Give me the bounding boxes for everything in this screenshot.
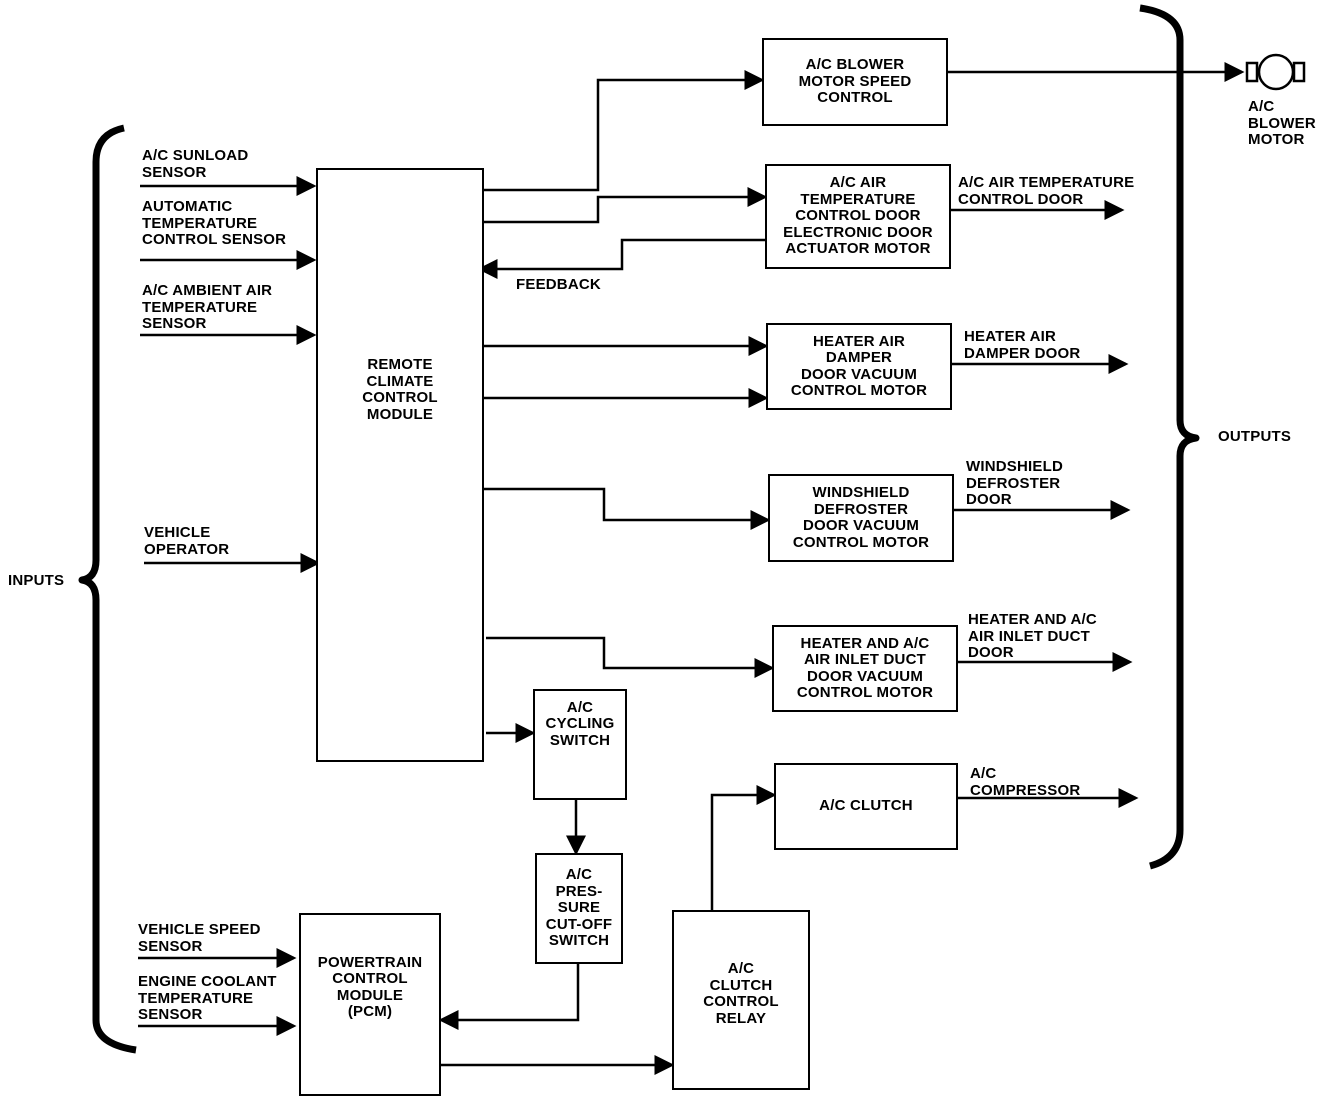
input-ambient-label: A/C AMBIENT AIR TEMPERATURE SENSOR (142, 282, 273, 332)
connector-feedback (477, 238, 765, 279)
windshield-defroster-door-vacuum-motor: WINDSHIELD DEFROSTER DOOR VACUUM CONTROL… (768, 474, 954, 562)
air-inlet-duct-door-vacuum-motor: HEATER AND A/C AIR INLET DUCT DOOR VACUU… (772, 625, 958, 712)
inputs-label: INPUTS (8, 572, 65, 589)
outputs-brace (1139, 4, 1200, 870)
output-compressor-label: A/C COMPRESSOR (970, 765, 1081, 799)
ac-clutch: A/C CLUTCH (774, 763, 958, 850)
air-temperature-door-actuator-motor-label: A/C AIR TEMPERATURE CONTROL DOOR ELECTRO… (783, 174, 933, 258)
connector-relay-clutch (710, 785, 777, 912)
output-air-temp-door-label: A/C AIR TEMPERATURE CONTROL DOOR (958, 174, 1135, 208)
outputs-label: OUTPUTS (1218, 428, 1292, 445)
pressure-cut-off-switch-label: A/C PRES- SURE CUT-OFF SWITCH (545, 866, 613, 950)
connector-module-inlet (486, 636, 775, 678)
feedback-label: FEEDBACK (516, 276, 601, 293)
input-sunload-label: A/C SUNLOAD SENSOR (142, 147, 249, 181)
pressure-cut-off-switch: A/C PRES- SURE CUT-OFF SWITCH (535, 853, 623, 964)
input-vehicle-speed-label: VEHICLE SPEED SENSOR (138, 921, 261, 955)
inputs-brace (78, 124, 137, 1054)
cycling-switch: A/C CYCLING SWITCH (533, 689, 627, 800)
connector-module-windshield (480, 487, 771, 530)
cycling-switch-label: A/C CYCLING SWITCH (545, 698, 615, 749)
ac-clutch-label: A/C CLUTCH (819, 797, 913, 815)
output-damper-door-label: HEATER AIR DAMPER DOOR (964, 328, 1081, 362)
output-blower-motor-label: A/C BLOWER MOTOR (1248, 98, 1316, 148)
air-temperature-door-actuator-motor: A/C AIR TEMPERATURE CONTROL DOOR ELECTRO… (765, 164, 951, 269)
blower-motor-speed-control: A/C BLOWER MOTOR SPEED CONTROL (762, 38, 948, 126)
heater-air-damper-door-vacuum-motor-label: HEATER AIR DAMPER DOOR VACUUM CONTROL MO… (790, 332, 928, 399)
remote-climate-control-module-label: REMOTE CLIMATE CONTROL MODULE (362, 356, 438, 423)
connector-pressure-pcm (438, 964, 580, 1030)
input-coolant-label: ENGINE COOLANT TEMPERATURE SENSOR (138, 973, 277, 1023)
clutch-control-relay-label: A/C CLUTCH CONTROL RELAY (703, 960, 779, 1027)
output-inlet-duct-door-label: HEATER AND A/C AIR INLET DUCT DOOR (968, 611, 1097, 661)
powertrain-control-module: POWERTRAIN CONTROL MODULE (PCM) (299, 913, 441, 1096)
air-inlet-duct-door-vacuum-motor-label: HEATER AND A/C AIR INLET DUCT DOOR VACUU… (796, 634, 934, 701)
clutch-control-relay: A/C CLUTCH CONTROL RELAY (672, 910, 810, 1090)
blower-motor-speed-control-label: A/C BLOWER MOTOR SPEED CONTROL (798, 56, 912, 107)
windshield-defroster-door-vacuum-motor-label: WINDSHIELD DEFROSTER DOOR VACUUM CONTROL… (792, 484, 930, 551)
input-auto-temp-label: AUTOMATIC TEMPERATURE CONTROL SENSOR (142, 198, 287, 248)
connector-module-airtemp (480, 187, 768, 224)
heater-air-damper-door-vacuum-motor: HEATER AIR DAMPER DOOR VACUUM CONTROL MO… (766, 323, 952, 410)
output-defroster-door-label: WINDSHIELD DEFROSTER DOOR (966, 458, 1063, 508)
blower-motor-icon (1245, 53, 1306, 91)
remote-climate-control-module: REMOTE CLIMATE CONTROL MODULE (316, 168, 484, 762)
connector-module-blower (480, 70, 765, 192)
input-vehicle-operator-label: VEHICLE OPERATOR (144, 524, 230, 558)
powertrain-control-module-label: POWERTRAIN CONTROL MODULE (PCM) (317, 953, 423, 1020)
